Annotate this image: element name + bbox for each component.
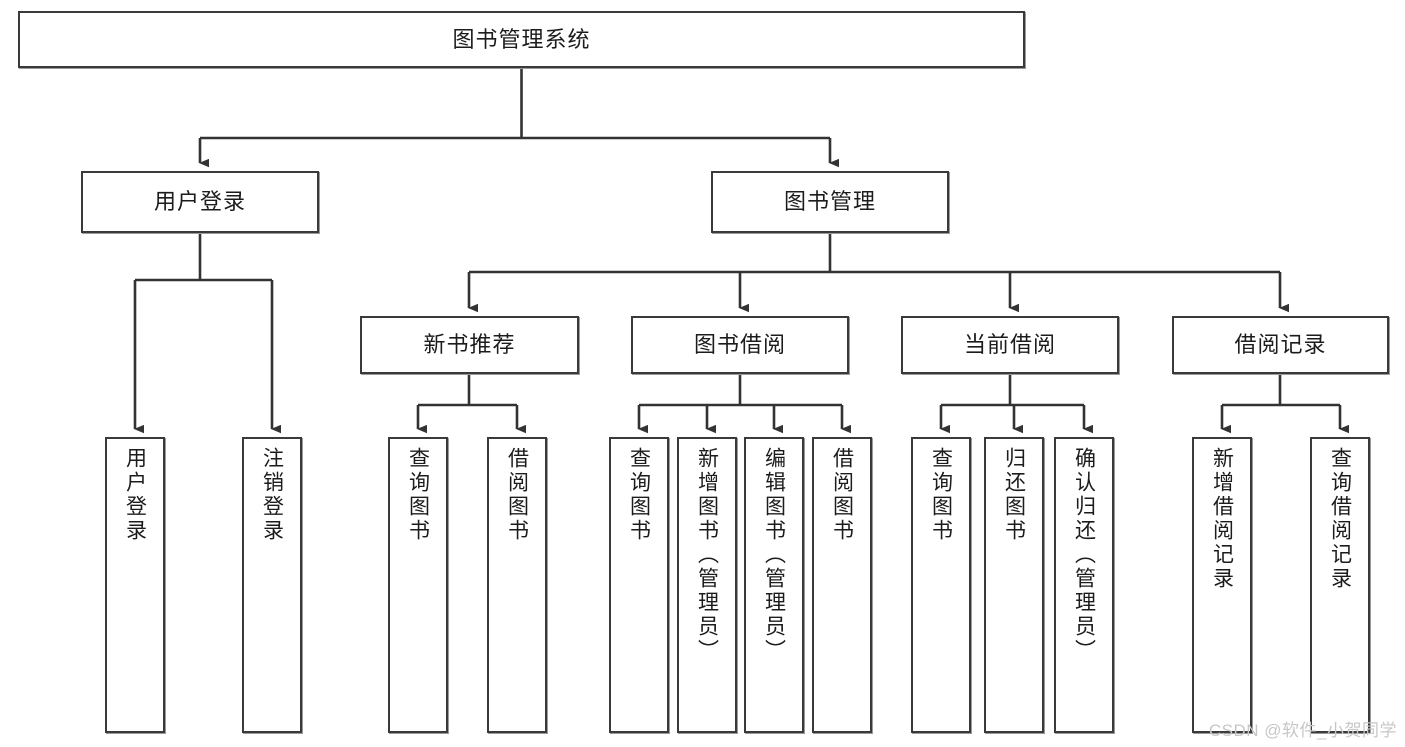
node-current-borrow[interactable]: 当前借阅: [901, 316, 1119, 374]
node-label: 新书推荐: [423, 332, 516, 358]
node-label: 查询图书: [929, 447, 953, 543]
node-label: 用户登录: [123, 447, 147, 543]
node-label: 借阅记录: [1234, 332, 1327, 358]
node-label: 归还图书: [1002, 447, 1026, 543]
node-label: 新增图书（管理员）: [695, 447, 719, 663]
watermark-csdn: CSDN @软件_小贺同学: [1208, 721, 1397, 740]
node-leaf-edit-book[interactable]: 编辑图书（管理员）: [744, 437, 804, 733]
node-leaf-query-borrow-record[interactable]: 查询借阅记录: [1310, 437, 1370, 733]
node-label: 注销登录: [260, 447, 284, 543]
node-label: 新增借阅记录: [1210, 447, 1234, 591]
node-leaf-confirm-return[interactable]: 确认归还（管理员）: [1054, 437, 1114, 733]
node-book-manage[interactable]: 图书管理: [711, 171, 949, 233]
node-leaf-borrow-book-1[interactable]: 借阅图书: [487, 437, 547, 733]
node-root-system[interactable]: 图书管理系统: [18, 11, 1025, 68]
node-borrow-record[interactable]: 借阅记录: [1172, 316, 1389, 374]
node-user-login[interactable]: 用户登录: [81, 171, 319, 233]
node-leaf-borrow-book-2[interactable]: 借阅图书: [812, 437, 872, 733]
node-leaf-add-borrow-record[interactable]: 新增借阅记录: [1192, 437, 1252, 733]
node-leaf-query-book-1[interactable]: 查询图书: [388, 437, 448, 733]
node-leaf-query-book-2[interactable]: 查询图书: [609, 437, 669, 733]
node-label: 用户登录: [153, 189, 246, 215]
node-label: 借阅图书: [505, 447, 529, 543]
node-label: 查询图书: [627, 447, 651, 543]
node-leaf-logout[interactable]: 注销登录: [242, 437, 302, 733]
node-leaf-user-login[interactable]: 用户登录: [105, 437, 165, 733]
node-label: 查询图书: [406, 447, 430, 543]
node-label: 图书借阅: [693, 332, 786, 358]
node-label: 查询借阅记录: [1328, 447, 1352, 591]
node-book-borrow[interactable]: 图书借阅: [631, 316, 849, 374]
node-leaf-add-book[interactable]: 新增图书（管理员）: [677, 437, 737, 733]
node-new-book-recommend[interactable]: 新书推荐: [360, 316, 579, 374]
node-leaf-query-book-3[interactable]: 查询图书: [911, 437, 971, 733]
node-leaf-return-book[interactable]: 归还图书: [984, 437, 1044, 733]
node-label: 当前借阅: [963, 332, 1056, 358]
node-label: 借阅图书: [830, 447, 854, 543]
node-label: 图书管理系统: [452, 26, 591, 52]
node-label: 确认归还（管理员）: [1072, 447, 1096, 663]
node-label: 图书管理: [783, 189, 876, 215]
node-label: 编辑图书（管理员）: [762, 447, 786, 663]
